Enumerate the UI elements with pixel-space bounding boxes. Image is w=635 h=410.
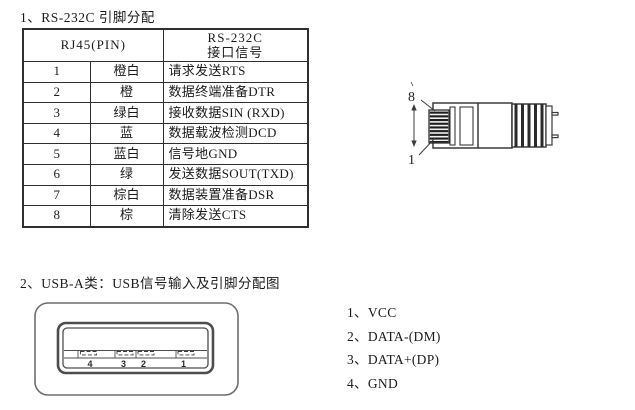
table-row: 6 绿 发送数据SOUT(TXD) [22,163,309,186]
signal-cell: 发送数据SOUT(TXD) [162,163,309,186]
wire-color-cell: 绿白 [89,102,164,124]
rj45-pin-contacts [428,109,450,144]
cable-stub [551,134,559,139]
signal-cell: 清除发送CTS [162,205,309,228]
list-item: 4、GND [347,376,398,392]
pin-number-cell: 7 [22,184,91,207]
usb-pin-number-1: 1 [181,359,186,369]
header-rs232-signal: RS-232C 接口信号 [162,28,309,62]
signal-cell: 接收数据SIN (RXD) [162,102,309,124]
section2-title: 2、USB-A类：USB信号输入及引脚分配图 [20,276,281,291]
wire-color-cell: 蓝 [89,122,164,145]
table-row: 8 棕 清除发送CTS [22,205,309,228]
pin-number-cell: 6 [22,163,91,186]
header-rj45-pin: RJ45(PIN) [22,28,164,62]
cable-end-cap [545,105,559,146]
signal-cell: 请求发送RTS [162,61,309,83]
usb-pin-contacts [80,351,195,356]
pin-number-cell: 4 [22,122,91,145]
wire-color-cell: 棕 [89,205,164,228]
table-row: 7 棕白 数据装置准备DSR [22,184,309,207]
usb-pin-definition-list: 1、VCC 2、DATA-(DM) 3、DATA+(DP) 4、GND [347,301,441,396]
cable-stub [551,111,559,116]
pin-number-cell: 5 [22,143,91,165]
pin-1-label: 1 [408,153,415,168]
signal-cell: 信号地GND [162,143,309,165]
dimension-annotations [410,81,436,156]
table-row: 2 橙 数据终端准备DTR [22,81,309,104]
usb-metal-shell-outer [56,321,215,375]
usb-pin-number-2: 2 [141,359,146,369]
strain-relief-ribs [514,104,544,147]
wire-color-cell: 蓝白 [89,143,164,165]
table-header-row: RJ45(PIN) RS-232C 接口信号 [22,28,309,62]
table-row: 4 蓝 数据载波检测DCD [22,122,309,145]
table-row: 5 蓝白 信号地GND [22,143,309,165]
pin-number-cell: 8 [22,205,91,228]
usb-tongue [64,349,207,359]
section1-title: 1、RS-232C 引脚分配 [20,10,155,25]
pin-number-cell: 1 [22,61,91,83]
wire-color-cell: 橙 [89,81,164,104]
usb-metal-shell-inner [62,327,209,369]
signal-cell: 数据装置准备DSR [162,184,309,207]
header-rs232-line2: 接口信号 [207,44,264,60]
rs232-pin-table: RJ45(PIN) RS-232C 接口信号 1 橙白 请求发送RTS 2 橙 … [22,28,309,228]
usb-pin-number-4: 4 [87,359,92,369]
usb-outer-housing [34,302,239,396]
rj45-connector-diagram: 8 1 [408,81,559,168]
pin-number-cell: 3 [22,102,91,124]
list-item: 2、DATA-(DM) [347,328,441,344]
signal-cell: 数据终端准备DTR [162,81,309,104]
leader-line-pin8 [420,99,436,112]
usb-pin-number-3: 3 [121,359,126,369]
wire-color-cell: 绿 [89,163,164,186]
leader-line-pin1 [418,137,436,156]
table-row: 3 绿白 接收数据SIN (RXD) [22,102,309,124]
pin-number-cell: 2 [22,81,91,104]
header-rs232-line1: RS-232C [207,29,263,45]
wire-color-cell: 橙白 [89,61,164,83]
signal-cell: 数据载波检测DCD [162,122,309,145]
table-row: 1 橙白 请求发送RTS [22,61,309,83]
pin-8-label: 8 [408,90,415,105]
list-item: 3、DATA+(DP) [347,352,440,368]
usb-a-connector-diagram: 4 3 2 1 [34,302,239,396]
wire-color-cell: 棕白 [89,184,164,207]
list-item: 1、VCC [347,305,397,320]
